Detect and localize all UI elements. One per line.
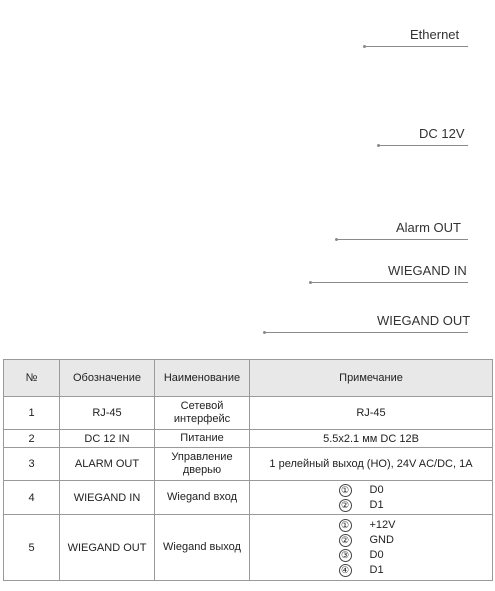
pin-number-icon: ③ — [338, 548, 352, 562]
ethernet-label: Ethernet — [410, 27, 460, 42]
row-name: Питание — [154, 429, 250, 448]
row-note: 5.5x2.1 мм DC 12В — [249, 429, 493, 448]
pin-line: ④ D1 — [253, 563, 489, 578]
wiegand-out-callout-line — [264, 332, 468, 333]
pin-line: ② D1 — [253, 498, 489, 513]
pin-line: ① D0 — [253, 483, 489, 498]
connector-spec-table: № Обозначение Наименование Примечание 1 … — [3, 359, 493, 581]
row-name-line: дверью — [182, 464, 222, 476]
row-designation: WIEGAND IN — [59, 480, 155, 515]
wiegand-in-callout-line — [310, 282, 468, 283]
pin-label: GND — [369, 534, 394, 546]
pin-label: D0 — [369, 484, 384, 496]
table-header-row: № Обозначение Наименование Примечание — [3, 359, 493, 397]
row-name-line: Сетевой — [180, 400, 224, 412]
cable-diagram: Ethernet DC 12V Alarm OUT WIEGAND IN WIE… — [263, 27, 471, 334]
dc12v-label: DC 12V — [419, 126, 465, 141]
row-designation: RJ-45 — [59, 396, 155, 430]
row-name: Wiegand выход — [154, 514, 250, 581]
row-designation: DC 12 IN — [59, 429, 155, 448]
row-pinout: ① D0 ② D1 — [249, 480, 493, 515]
row-pinout: ① +12V ② GND ③ D0 ④ D1 — [249, 514, 493, 581]
pin-label: D0 — [369, 549, 384, 561]
row-name-line: Управление — [171, 451, 233, 463]
row-number: 1 — [3, 396, 60, 430]
table-row: 1 RJ-45 Сетевой интерфейс RJ-45 — [3, 396, 493, 430]
row-designation: ALARM OUT — [59, 447, 155, 481]
table-row: 3 ALARM OUT Управление дверью 1 релейный… — [3, 447, 493, 481]
pin-label: +12V — [369, 519, 396, 531]
dc12v-callout-line — [378, 145, 468, 146]
pin-number-icon: ④ — [338, 563, 352, 577]
row-name: Wiegand вход — [154, 480, 250, 515]
pin-line: ① +12V — [253, 518, 489, 533]
table-row: 5 WIEGAND OUT Wiegand выход ① +12V ② GND… — [3, 514, 493, 581]
row-name: Сетевой интерфейс — [154, 396, 250, 430]
row-number: 5 — [3, 514, 60, 581]
row-name-line: Wiegand выход — [163, 541, 241, 553]
pin-number-icon: ② — [338, 498, 352, 512]
row-name: Управление дверью — [154, 447, 250, 481]
row-number: 2 — [3, 429, 60, 448]
ethernet-callout-line — [364, 46, 468, 47]
alarm-out-callout-line — [336, 239, 468, 240]
header-note: Примечание — [249, 359, 493, 397]
row-note: RJ-45 — [249, 396, 493, 430]
alarm-out-label: Alarm OUT — [396, 220, 461, 235]
pin-line: ② GND — [253, 533, 489, 548]
table-row: 2 DC 12 IN Питание 5.5x2.1 мм DC 12В — [3, 429, 493, 448]
header-name: Наименование — [154, 359, 250, 397]
pin-number-icon: ① — [338, 483, 352, 497]
pin-number-icon: ② — [338, 533, 352, 547]
row-number: 3 — [3, 447, 60, 481]
row-name-line: Wiegand вход — [167, 491, 237, 503]
table-row: 4 WIEGAND IN Wiegand вход ① D0 ② D1 — [3, 480, 493, 515]
wiegand-out-label: WIEGAND OUT — [377, 313, 471, 328]
row-note: 1 релейный выход (НО), 24V AC/DC, 1A — [249, 447, 493, 481]
row-designation: WIEGAND OUT — [59, 514, 155, 581]
row-name-line: интерфейс — [173, 413, 231, 425]
row-name-line: Питание — [180, 432, 224, 444]
wiegand-in-label: WIEGAND IN — [388, 263, 467, 278]
row-number: 4 — [3, 480, 60, 515]
pin-label: D1 — [369, 564, 384, 576]
header-number: № — [3, 359, 60, 397]
header-designation: Обозначение — [59, 359, 155, 397]
pin-line: ③ D0 — [253, 548, 489, 563]
pin-label: D1 — [369, 499, 384, 511]
pin-number-icon: ① — [338, 518, 352, 532]
